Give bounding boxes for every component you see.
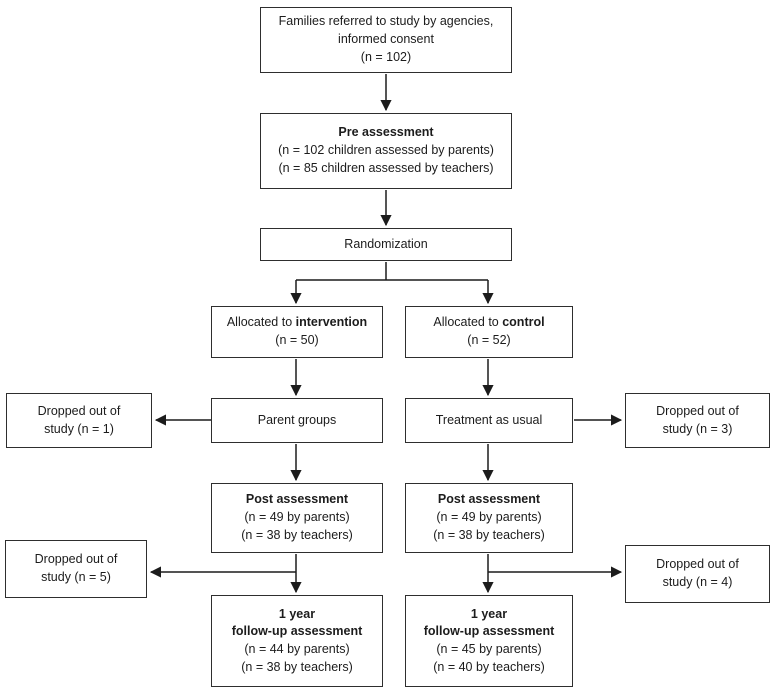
box-allocated-control: Allocated to control (n = 52) bbox=[405, 306, 573, 358]
box-followup-intervention: 1 year follow-up assessment (n = 44 by p… bbox=[211, 595, 383, 687]
allocated-intervention-n: (n = 50) bbox=[275, 333, 319, 347]
box-post-assessment-intervention: Post assessment (n = 49 by parents) (n =… bbox=[211, 483, 383, 553]
box-families-referred: Families referred to study by agencies, … bbox=[260, 7, 512, 73]
referral-n: (n = 102) bbox=[360, 49, 412, 64]
dropped-int1-line2: study (n = 1) bbox=[44, 421, 114, 436]
box-dropped-out-intervention-2: Dropped out of study (n = 5) bbox=[5, 540, 147, 598]
box-randomization: Randomization bbox=[260, 228, 512, 261]
post-ctrl-title: Post assessment bbox=[437, 492, 541, 507]
post-int-parents-n: (n = 49 by parents) bbox=[244, 510, 350, 525]
allocated-intervention-emphasis: intervention bbox=[295, 315, 368, 330]
post-int-teachers-n: (n = 38 by teachers) bbox=[241, 527, 353, 542]
box-parent-groups: Parent groups bbox=[211, 398, 383, 443]
dropped-int2-line2: study (n = 5) bbox=[41, 570, 111, 584]
post-ctrl-teachers-n: (n = 38 by teachers) bbox=[433, 527, 545, 542]
box-allocated-intervention: Allocated to intervention (n = 50) bbox=[211, 306, 383, 358]
followup-ctrl-teachers-n: (n = 40 by teachers) bbox=[433, 659, 545, 674]
box-post-assessment-control: Post assessment (n = 49 by parents) (n =… bbox=[405, 483, 573, 553]
followup-int-title2: follow-up assessment bbox=[231, 624, 363, 639]
allocated-intervention-label: Allocated to intervention bbox=[227, 314, 367, 332]
pre-assessment-parents-n: (n = 102 children assessed by parents) bbox=[278, 143, 494, 158]
dropped-ctrl1-line2: study (n = 3) bbox=[662, 421, 733, 436]
box-treatment-as-usual: Treatment as usual bbox=[405, 398, 573, 443]
allocated-control-prefix: Allocated to bbox=[433, 315, 503, 330]
allocated-intervention-prefix: Allocated to bbox=[226, 315, 296, 330]
box-pre-assessment: Pre assessment (n = 102 children assesse… bbox=[260, 113, 512, 189]
box-dropped-out-intervention-1: Dropped out of study (n = 1) bbox=[6, 393, 152, 448]
followup-ctrl-title2: follow-up assessment bbox=[423, 624, 555, 639]
box-followup-control: 1 year follow-up assessment (n = 45 by p… bbox=[405, 595, 573, 687]
referral-line2: informed consent bbox=[338, 32, 434, 47]
dropped-ctrl2-line1: Dropped out of bbox=[656, 557, 739, 572]
allocated-control-emphasis: control bbox=[502, 315, 545, 330]
allocated-control-n: (n = 52) bbox=[467, 333, 511, 347]
pre-assessment-title: Pre assessment bbox=[338, 125, 434, 140]
dropped-ctrl2-line2: study (n = 4) bbox=[662, 575, 733, 589]
referral-line1: Families referred to study by agencies, bbox=[278, 14, 494, 29]
allocated-control-label: Allocated to control bbox=[433, 314, 544, 332]
branch-randomization bbox=[296, 262, 488, 281]
post-int-title: Post assessment bbox=[245, 492, 349, 507]
treatment-as-usual-label: Treatment as usual bbox=[435, 412, 543, 427]
parent-groups-label: Parent groups bbox=[257, 412, 337, 427]
dropped-ctrl1-line1: Dropped out of bbox=[656, 403, 739, 418]
followup-int-parents-n: (n = 44 by parents) bbox=[244, 642, 350, 656]
pre-assessment-teachers-n: (n = 85 children assessed by teachers) bbox=[278, 160, 494, 175]
box-dropped-out-control-1: Dropped out of study (n = 3) bbox=[625, 393, 770, 448]
followup-ctrl-title1: 1 year bbox=[470, 606, 508, 621]
followup-ctrl-parents-n: (n = 45 by parents) bbox=[436, 642, 542, 656]
followup-int-title1: 1 year bbox=[278, 606, 316, 621]
box-dropped-out-control-2: Dropped out of study (n = 4) bbox=[625, 545, 770, 603]
randomization-label: Randomization bbox=[344, 236, 428, 251]
post-ctrl-parents-n: (n = 49 by parents) bbox=[436, 510, 542, 525]
dropped-int2-line1: Dropped out of bbox=[34, 552, 118, 567]
dropped-int1-line1: Dropped out of bbox=[37, 403, 121, 418]
followup-int-teachers-n: (n = 38 by teachers) bbox=[241, 659, 353, 674]
